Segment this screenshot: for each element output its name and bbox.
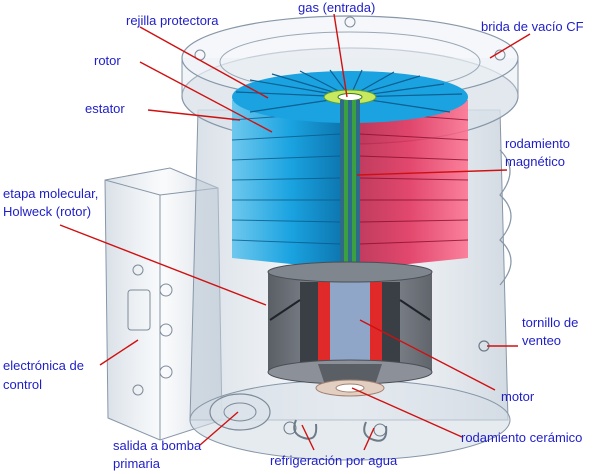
label-gas-inlet: gas (entrada) [298,0,376,15]
label-control-electronics-2: control [3,377,43,392]
leader-cooling-2 [363,427,375,451]
leader-molecular [59,224,267,306]
leader-motor [359,319,496,391]
label-magnetic-bearing-1: rodamiento [505,136,571,151]
water-cooling-pipes [283,419,388,442]
leader-ceramic [351,387,463,438]
label-control-electronics-1: electrónica de [3,358,84,373]
leader-gas [333,13,348,98]
leader-flange [489,33,531,59]
motor-assembly [267,359,433,397]
leader-stator [147,109,241,121]
label-molecular-stage-1: etapa molecular, [3,186,99,201]
leader-grid [139,26,269,99]
holweck-stage [267,261,433,372]
label-water-cooling: refrigeración por agua [270,453,398,468]
leader-outlet [199,411,239,446]
label-ceramic-bearing: rodamiento cerámico [461,430,583,445]
leader-magnetic [356,169,508,176]
label-rotor: rotor [94,53,121,68]
leader-lines [59,13,531,451]
label-primary-outlet-2: primaria [113,456,160,471]
leader-cooling-1 [301,424,315,451]
label-vent-screw-2: venteo [522,333,562,348]
label-stator: estator [85,101,125,116]
label-primary-outlet-1: salida a bomba [113,438,202,453]
primary-outlet [209,393,271,431]
label-motor: motor [501,389,535,404]
leader-rotor [139,61,273,133]
label-protective-grid: rejilla protectora [126,13,219,28]
label-cf-flange: brida de vacío CF [481,19,584,34]
leader-electronics [99,339,139,366]
rotor-shaft [340,100,360,275]
label-molecular-stage-2: Holweck (rotor) [3,204,92,219]
label-magnetic-bearing-2: magnético [505,154,565,169]
blade-stack [231,69,469,270]
label-vent-screw-1: tornillo de [522,315,579,330]
